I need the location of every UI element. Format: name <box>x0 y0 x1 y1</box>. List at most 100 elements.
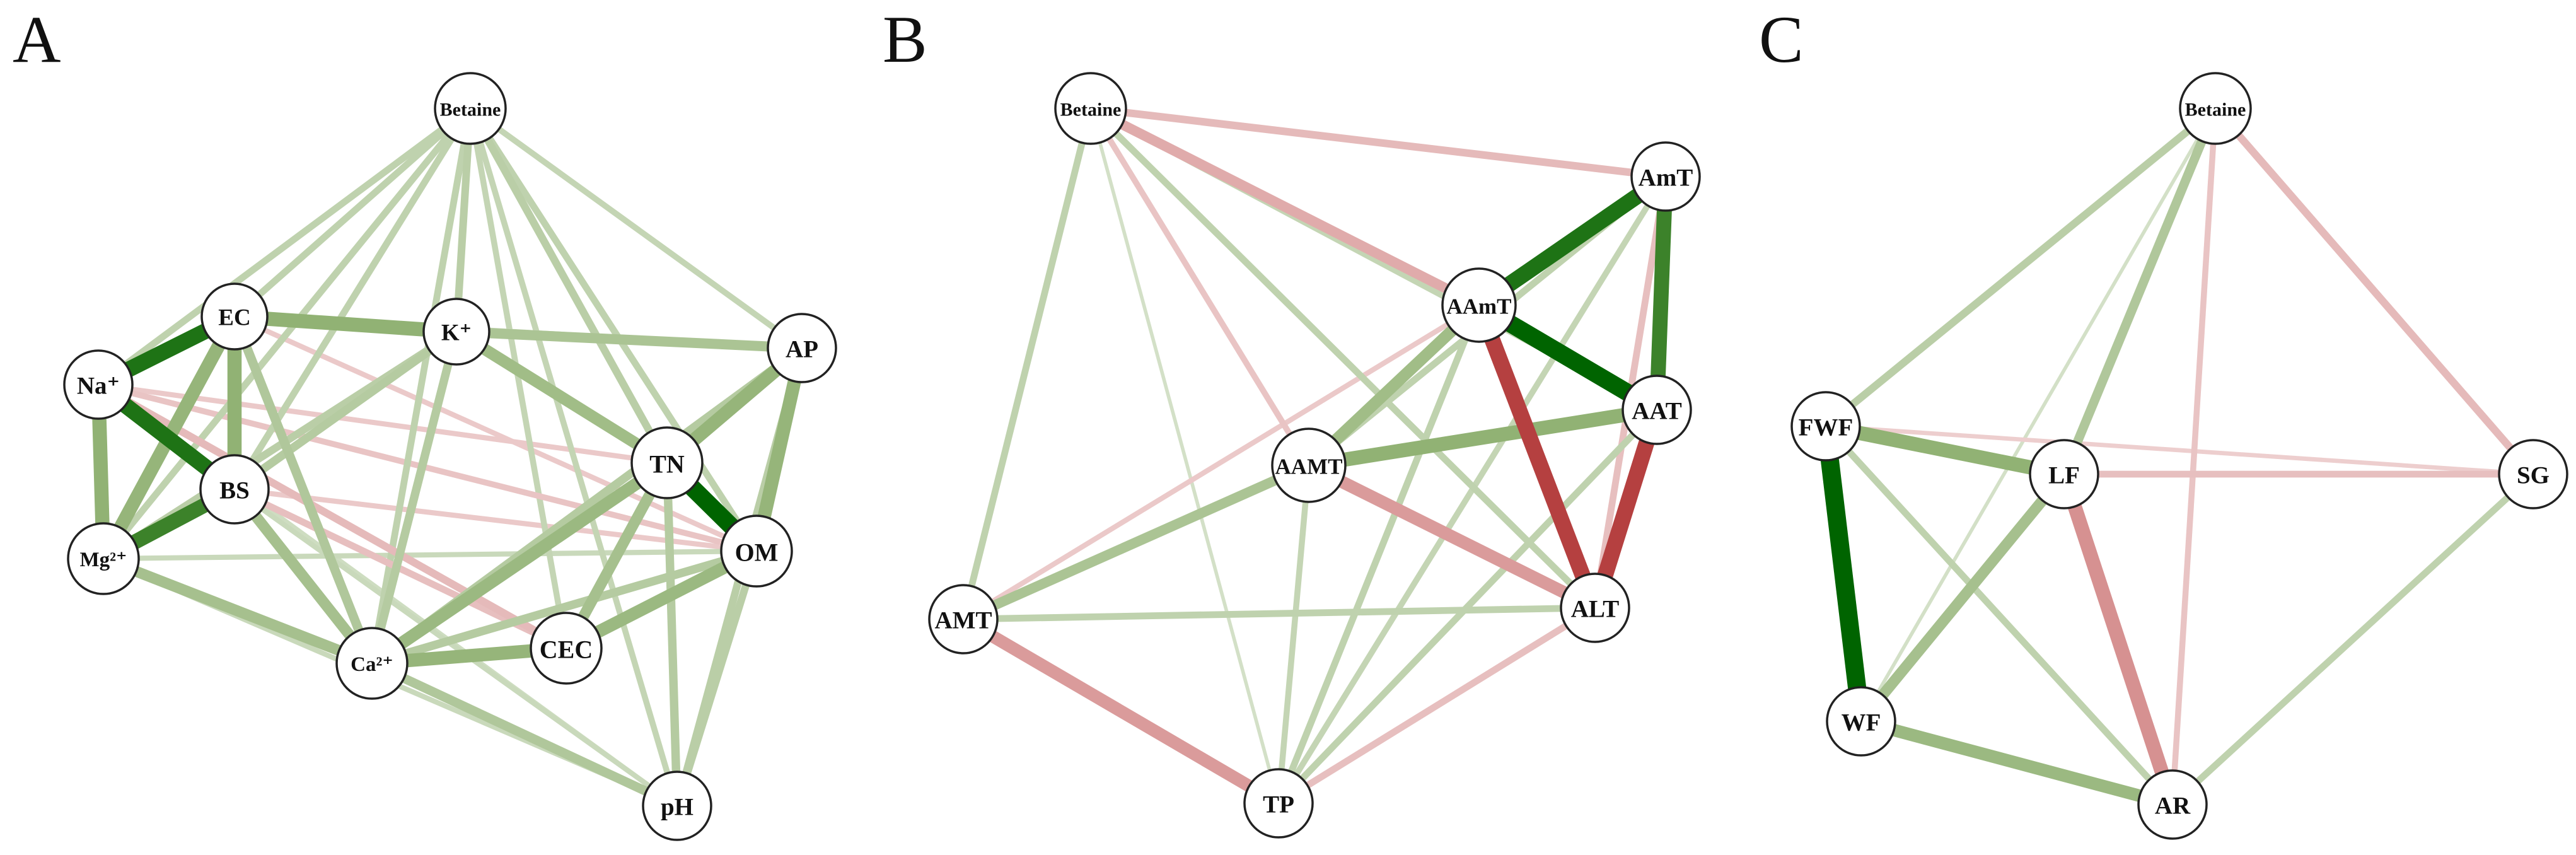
node-ec: EC <box>200 282 269 351</box>
edge-lf-wf <box>1857 470 2068 725</box>
edge-betaine-wf <box>1859 107 2217 723</box>
node-circle-aat <box>1622 375 1692 445</box>
edge-fwf-sg <box>1825 424 2534 477</box>
edge-fwf-lf <box>1824 419 2066 482</box>
edge-betaine-k <box>452 108 475 332</box>
node-label-aamt: AAMT <box>1275 455 1343 479</box>
node-circle-cec <box>530 612 603 685</box>
edge-betaine-mg <box>100 106 473 561</box>
node-sg: SG <box>2498 439 2568 509</box>
node-label-ar: AR <box>2155 793 2191 820</box>
node-circle-alt <box>1560 573 1630 643</box>
edge-aamt_upper-amt_upper <box>1474 170 1671 312</box>
node-circle-k <box>422 298 490 366</box>
edge-aamt_upper-alt <box>1471 302 1603 611</box>
node-label-sg: SG <box>2517 462 2550 489</box>
edge-betaine-na <box>96 105 473 388</box>
node-circle-ca <box>335 627 409 700</box>
edge-ec-k <box>234 309 457 339</box>
node-circle-ph <box>642 771 712 841</box>
node-wf: WF <box>1826 686 1896 757</box>
node-label-alt: ALT <box>1571 596 1620 623</box>
edge-k-ca <box>368 330 461 665</box>
node-label-fwf: FWF <box>1799 414 1854 441</box>
edge-k-tn <box>453 327 670 468</box>
edge-fwf-wf <box>1816 425 1871 723</box>
node-circle-tn <box>630 426 704 499</box>
node-label-ca: Ca²⁺ <box>351 653 393 676</box>
edge-k-bs <box>232 328 459 493</box>
node-betaine: Betaine <box>1054 72 1127 145</box>
edge-na-om <box>97 381 758 554</box>
edge-wf-ar <box>1859 715 2174 811</box>
node-fwf: FWF <box>1790 391 1861 462</box>
node-circle-fwf <box>1790 391 1861 462</box>
node-label-om: OM <box>735 538 779 567</box>
node-circle-ap <box>767 313 837 383</box>
node-betaine: Betaine <box>2179 72 2252 145</box>
edge-aamt_upper-tp <box>1275 303 1483 805</box>
edge-betaine-sg <box>2212 106 2536 477</box>
edge-betaine-amt_upper <box>1090 104 1666 181</box>
edge-betaine-ap <box>468 106 804 351</box>
edge-amt-aamt <box>961 460 1311 624</box>
edge-ca-ph <box>369 659 680 810</box>
edge-amt_upper-aat <box>1649 176 1673 410</box>
edge-betaine-aamt <box>1088 107 1312 467</box>
node-amt: AMT <box>928 584 999 654</box>
node-label-aat: AAT <box>1632 398 1681 425</box>
edge-amt-aamt_upper <box>961 303 1481 622</box>
edge-betaine-ca <box>368 108 474 664</box>
node-tp: TP <box>1243 768 1314 839</box>
edge-betaine-cec <box>467 108 569 649</box>
edge-bs-ph <box>233 487 679 808</box>
edge-aamt-tp <box>1275 465 1312 804</box>
node-label-betaine: Betaine <box>1060 100 1122 120</box>
edge-betaine-aamt_upper <box>1088 103 1482 310</box>
node-label-tp: TP <box>1263 791 1294 818</box>
panel-c-edges <box>1816 105 2536 811</box>
node-na: Na⁺ <box>63 349 134 420</box>
node-lf: LF <box>2029 439 2099 509</box>
node-label-tn: TN <box>649 450 685 479</box>
node-mg: Mg²⁺ <box>67 522 140 595</box>
node-cec: CEC <box>530 612 603 685</box>
node-label-amt_upper: AmT <box>1639 165 1693 192</box>
node-circle-na <box>63 349 134 420</box>
node-ap: AP <box>767 313 837 383</box>
node-label-ap: AP <box>786 336 818 363</box>
edge-ca-om <box>371 547 758 668</box>
edge-aamt-aat <box>1308 402 1658 473</box>
edge-sg-ar <box>2170 472 2536 807</box>
node-om: OM <box>720 515 793 588</box>
node-tn: TN <box>630 426 704 499</box>
node-label-mg: Mg²⁺ <box>80 549 127 571</box>
edge-aat-tp <box>1276 407 1659 806</box>
node-ca: Ca²⁺ <box>335 627 409 700</box>
node-label-amt: AMT <box>935 607 992 634</box>
edge-tn-ca <box>368 457 671 669</box>
panel-c-letter: C <box>1759 3 1804 76</box>
node-amt_upper: AmT <box>1630 141 1701 212</box>
node-circle-amt <box>928 584 999 654</box>
edge-amt-alt <box>963 604 1596 623</box>
node-ar: AR <box>2137 769 2208 840</box>
node-k: K⁺ <box>422 298 490 366</box>
node-circle-om <box>720 515 793 588</box>
node-aamt: AAMT <box>1271 428 1347 503</box>
edge-betaine-amt <box>960 107 1094 620</box>
node-label-ph: pH <box>661 794 693 821</box>
edge-betaine-ar <box>2169 108 2219 805</box>
node-aamt_upper: AAmT <box>1441 267 1517 343</box>
edge-betaine-ph <box>467 107 680 807</box>
edge-betaine-tp <box>1089 108 1280 804</box>
edge-aamt-alt <box>1306 460 1598 614</box>
edge-k-ap <box>456 327 803 353</box>
node-label-aamt_upper: AAmT <box>1446 294 1511 319</box>
node-label-betaine: Betaine <box>2185 100 2246 120</box>
node-label-lf: LF <box>2048 462 2080 489</box>
